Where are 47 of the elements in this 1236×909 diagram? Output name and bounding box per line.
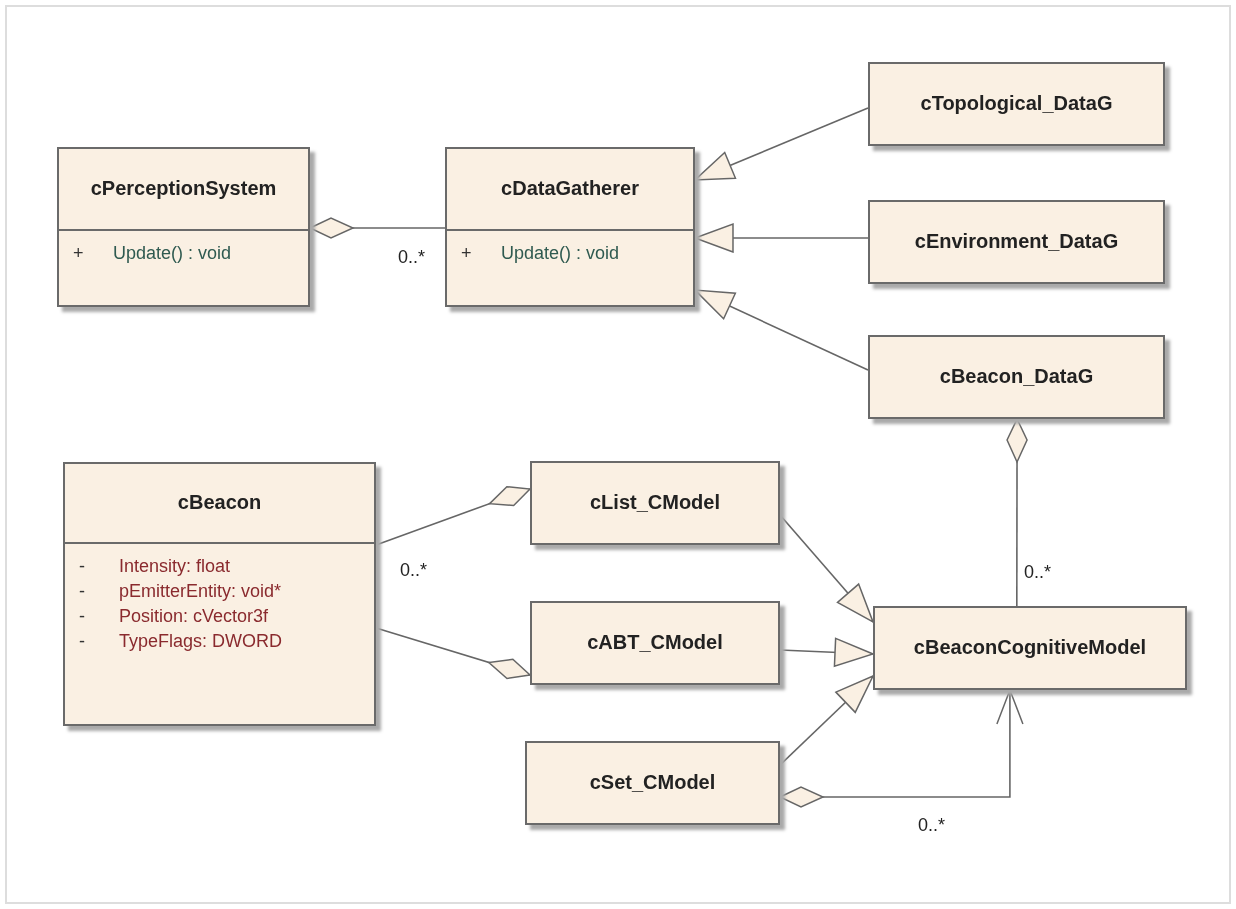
class-member: Update() : void — [501, 242, 620, 265]
multiplicity-label: 0..* — [400, 560, 428, 581]
visibility-marker: + — [461, 243, 472, 263]
visibility-marker: - — [79, 581, 85, 601]
class-box — [873, 606, 1187, 690]
generalization-arrow — [779, 514, 874, 623]
class-name: cList_CModel — [590, 491, 720, 513]
multiplicity-label: 0..* — [918, 815, 946, 836]
generalization-arrow — [779, 675, 874, 766]
class-member: Update() : void — [113, 242, 232, 265]
class-member: TypeFlags: DWORD — [119, 630, 283, 653]
multiplicity-label: 0..* — [1024, 562, 1052, 583]
class-member: Position: cVector3f — [119, 605, 269, 628]
aggregation-line — [1006, 418, 1028, 607]
class-name: cABT_CModel — [587, 631, 723, 653]
generalization-arrow — [694, 289, 869, 371]
class-member: pEmitterEntity: void* — [119, 580, 282, 603]
class-name: cBeacon — [177, 491, 262, 513]
class-box — [530, 601, 780, 685]
class-box — [525, 741, 780, 825]
aggregation-line — [779, 689, 1024, 808]
class-name: cSet_CModel — [589, 771, 716, 793]
aggregation-line — [375, 486, 531, 546]
multiplicity-label: 0..* — [398, 247, 426, 268]
class-box — [57, 147, 310, 307]
class-box — [445, 147, 695, 307]
generalization-arrow — [694, 107, 869, 181]
class-name: cPerceptionSystem — [90, 177, 277, 199]
class-name: cBeacon_DataG — [939, 365, 1094, 387]
visibility-marker: - — [79, 631, 85, 651]
class-name: cBeaconCognitiveModel — [913, 636, 1147, 658]
visibility-marker: + — [73, 243, 84, 263]
class-box — [530, 461, 780, 545]
class-name: cTopological_DataG — [920, 92, 1113, 114]
aggregation-line — [375, 627, 531, 680]
class-box — [868, 335, 1165, 419]
generalization-arrow — [779, 637, 874, 668]
class-box — [63, 462, 376, 726]
class-name: cDataGatherer — [501, 177, 639, 199]
class-box — [868, 200, 1165, 284]
class-member: Intensity: float — [119, 555, 231, 578]
class-box — [868, 62, 1165, 146]
generalization-arrow — [694, 223, 869, 253]
visibility-marker: - — [79, 556, 85, 576]
visibility-marker: - — [79, 606, 85, 626]
class-name: cEnvironment_DataG — [914, 230, 1119, 252]
aggregation-line — [309, 217, 446, 239]
